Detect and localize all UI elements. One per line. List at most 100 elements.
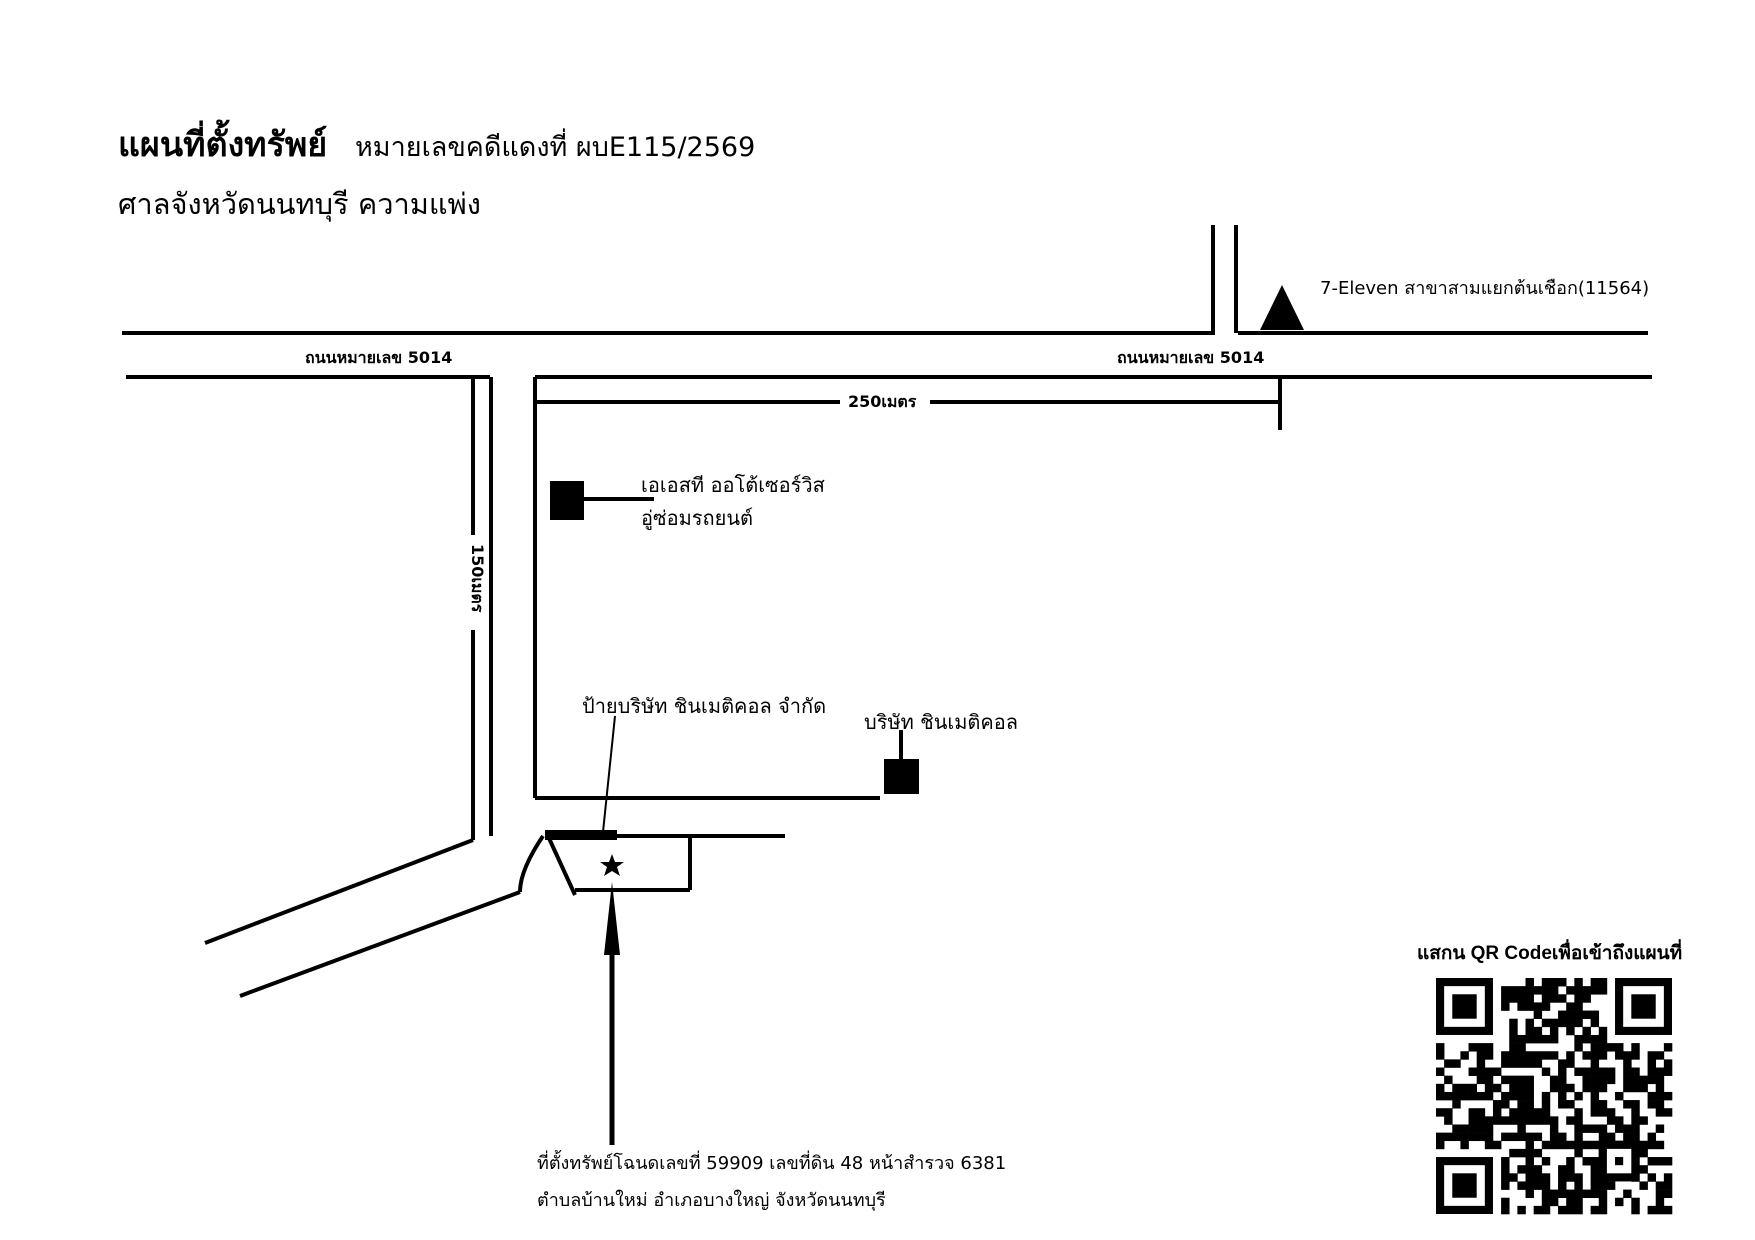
qr-module: [1639, 1083, 1648, 1093]
qr-module: [1541, 1189, 1551, 1199]
qr-module: [1582, 1010, 1591, 1019]
qr-module: [1655, 1157, 1665, 1166]
qr-module: [1574, 978, 1583, 987]
qr-module: [1525, 1157, 1534, 1166]
qr-module: [1517, 1116, 1526, 1125]
qr-module: [1533, 1051, 1543, 1060]
court-name: ศาลจังหวัดนนทบุรี ความแพ่ง: [118, 187, 481, 221]
qr-module: [1444, 1059, 1453, 1068]
qr-module: [1533, 986, 1543, 995]
qr-module: [1476, 1116, 1486, 1125]
qr-module: [1525, 1091, 1534, 1101]
qr-module: [1525, 1059, 1534, 1068]
qr-module: [1509, 1132, 1518, 1142]
qr-module: [1598, 1083, 1608, 1093]
qr-module: [1436, 1140, 1445, 1150]
qr-module: [1484, 1116, 1494, 1125]
qr-module: [1647, 1140, 1657, 1150]
qr-module: [1492, 1116, 1502, 1125]
map-title: แผนที่ตั้งทรัพย์: [118, 125, 328, 165]
qr-module: [1615, 1091, 1624, 1101]
qr-module: [1533, 1108, 1543, 1117]
qr-module: [1541, 1197, 1551, 1207]
diag-road-lower: [239, 890, 521, 998]
qr-module: [1590, 1051, 1600, 1060]
qr-module: [1647, 1205, 1657, 1215]
qr-module: [1631, 1108, 1640, 1117]
qr-module: [1647, 1051, 1657, 1060]
qr-module: [1525, 1083, 1534, 1093]
qr-module: [1590, 978, 1600, 987]
square-icon: [884, 759, 919, 794]
qr-module: [1566, 1059, 1575, 1068]
auto-service-label: เอเอสที ออโต้เซอร์วิส: [641, 473, 825, 497]
qr-module: [1525, 1108, 1534, 1117]
qr-module: [1631, 1100, 1640, 1109]
qr-module: [1574, 986, 1583, 995]
qr-module: [1525, 1140, 1534, 1150]
qr-module: [1623, 1189, 1632, 1199]
company-sign-bar: [545, 830, 617, 840]
qr-module: [1590, 1067, 1600, 1076]
seven-eleven-label: 7-Eleven สาขาสามแยกต้นเชือก(11564): [1320, 278, 1650, 299]
qr-module: [1525, 978, 1534, 987]
qr-module: [1566, 1189, 1575, 1199]
qr-module: [1647, 1067, 1657, 1076]
qr-module: [1582, 1157, 1591, 1166]
qr-module: [1598, 1026, 1608, 1036]
qr-module: [1533, 1059, 1543, 1068]
qr-module: [1590, 1034, 1600, 1044]
qr-module: [1541, 1067, 1551, 1076]
qr-module: [1590, 1181, 1600, 1190]
qr-module: [1517, 1205, 1526, 1215]
qr-module: [1509, 1018, 1518, 1028]
road-label-left: ถนนหมายเลข 5014: [305, 348, 453, 367]
qr-module: [1655, 1075, 1665, 1085]
qr-module: [1549, 986, 1559, 995]
qr-module: [1476, 1124, 1486, 1133]
qr-module: [1541, 1116, 1551, 1125]
qr-module: [1631, 1132, 1640, 1142]
qr-module: [1631, 1067, 1640, 1076]
qr-module: [1663, 1067, 1673, 1076]
qr-module: [1525, 1132, 1534, 1142]
qr-module: [1574, 1140, 1583, 1150]
qr-module: [1444, 1132, 1453, 1142]
qr-module: [1476, 1067, 1486, 1076]
qr-module: [1549, 1034, 1559, 1044]
qr-module: [1647, 1132, 1657, 1142]
qr-module: [1647, 1059, 1657, 1068]
qr-module: [1558, 1091, 1567, 1101]
qr-module: [1598, 1124, 1608, 1133]
qr-module: [1582, 1026, 1591, 1036]
qr-module: [1639, 1075, 1648, 1085]
qr-module: [1582, 1140, 1591, 1150]
qr-module: [1647, 1075, 1657, 1085]
qr-module: [1566, 1051, 1575, 1060]
qr-module: [1541, 986, 1551, 995]
qr-module: [1541, 1051, 1551, 1060]
qr-module: [1533, 1132, 1543, 1142]
qr-module: [1574, 1034, 1583, 1044]
qr-module: [1476, 1059, 1486, 1068]
qr-module: [1476, 1108, 1486, 1117]
qr-module: [1517, 1148, 1526, 1158]
qr-module: [1484, 1083, 1494, 1093]
qr-module: [1468, 1124, 1477, 1133]
qr-module: [1590, 1140, 1600, 1150]
qr-module: [1501, 1059, 1510, 1068]
qr-module: [1533, 1205, 1543, 1215]
qr-module: [1655, 1083, 1665, 1093]
qr-module: [1639, 1148, 1648, 1158]
qr-module: [1492, 1067, 1502, 1076]
qr-module: [1517, 1075, 1526, 1085]
property-arrow-head: [604, 882, 620, 955]
qr-module: [1509, 1059, 1518, 1068]
qr-module: [1574, 1108, 1583, 1117]
qr-module: [1525, 1189, 1534, 1199]
qr-module: [1549, 1026, 1559, 1036]
qr-module: [1541, 978, 1551, 987]
qr-module: [1525, 986, 1534, 995]
qr-module: [1663, 1091, 1673, 1101]
